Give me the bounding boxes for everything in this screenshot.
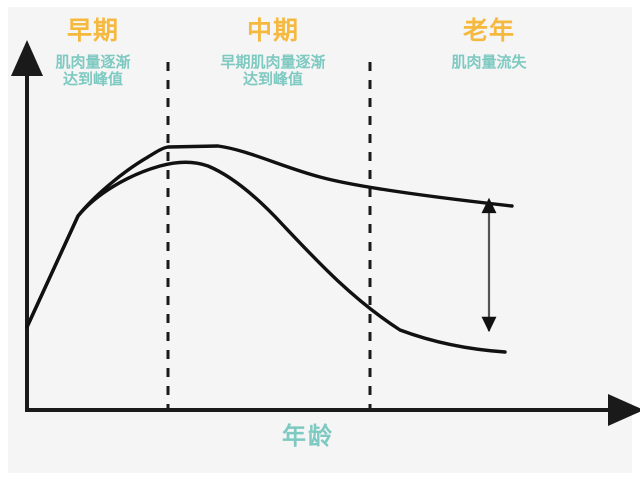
stage-title-old: 老年	[462, 17, 515, 45]
stage-label-middle: 中期 早期肌肉量逐渐 达到峰值	[178, 17, 368, 89]
stage-description-middle: 早期肌肉量逐渐 达到峰值	[220, 53, 326, 89]
stage-label-old: 老年 肌肉量流失	[394, 17, 584, 71]
curve-low-muscle-mass	[25, 160, 507, 354]
figure-panel-background	[8, 7, 632, 473]
x-axis-label: 年龄	[282, 423, 334, 450]
stage-description-old: 肌肉量流失	[451, 53, 527, 71]
stage-description-early: 肌肉量逐渐 达到峰值	[55, 53, 131, 89]
stage-title-early: 早期	[66, 17, 119, 45]
stage-title-middle: 中期	[246, 17, 299, 45]
stage-label-early: 早期 肌肉量逐渐 达到峰值	[18, 17, 168, 89]
curve-high-muscle-mass	[25, 144, 514, 329]
